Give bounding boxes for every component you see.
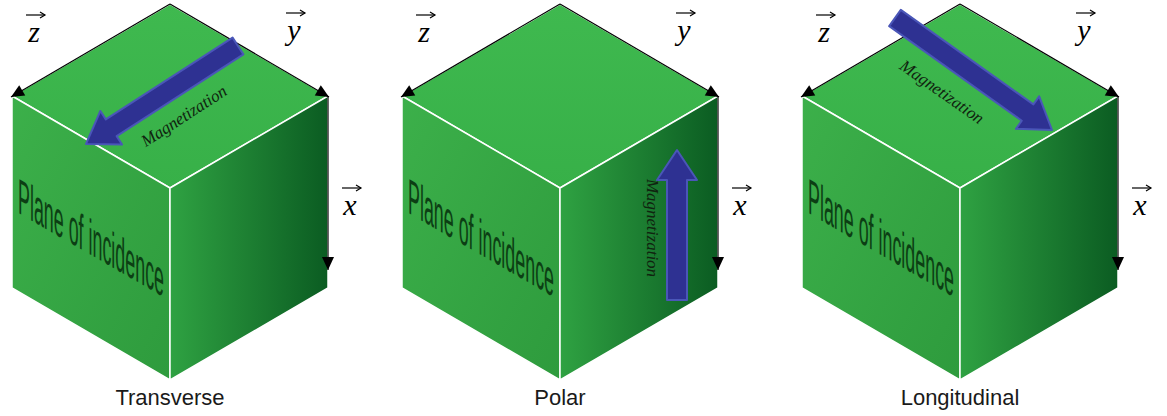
geometry-cube: Plane of incidenceMagnetizationPolar [402, 0, 722, 416]
geometry-cube: Plane of incidenceMagnetizationLongitudi… [802, 0, 1122, 416]
axis-label: z [818, 17, 830, 47]
geometry-cube: Plane of incidenceMagnetizationTransvers… [12, 0, 332, 416]
axis-label: z [28, 17, 40, 47]
axis-label: z [418, 17, 430, 47]
geometry-caption: Longitudinal [901, 387, 1020, 409]
axis-label: x [1133, 190, 1146, 220]
axis-label: y [287, 15, 300, 45]
magnetization-label: Magnetization [644, 179, 661, 277]
magnetization-arrow [889, 10, 1052, 130]
axis-label: x [733, 190, 746, 220]
side-face [170, 96, 328, 380]
axis-label: y [677, 15, 690, 45]
axis-label: y [1077, 15, 1090, 45]
side-face [560, 96, 718, 380]
side-face [960, 96, 1118, 380]
incidence-face [402, 96, 560, 380]
geometry-caption: Transverse [115, 387, 224, 409]
magnetization-arrow [657, 150, 697, 300]
geometry-caption: Polar [534, 387, 585, 409]
axis-label: x [343, 190, 356, 220]
incidence-face [802, 96, 960, 380]
